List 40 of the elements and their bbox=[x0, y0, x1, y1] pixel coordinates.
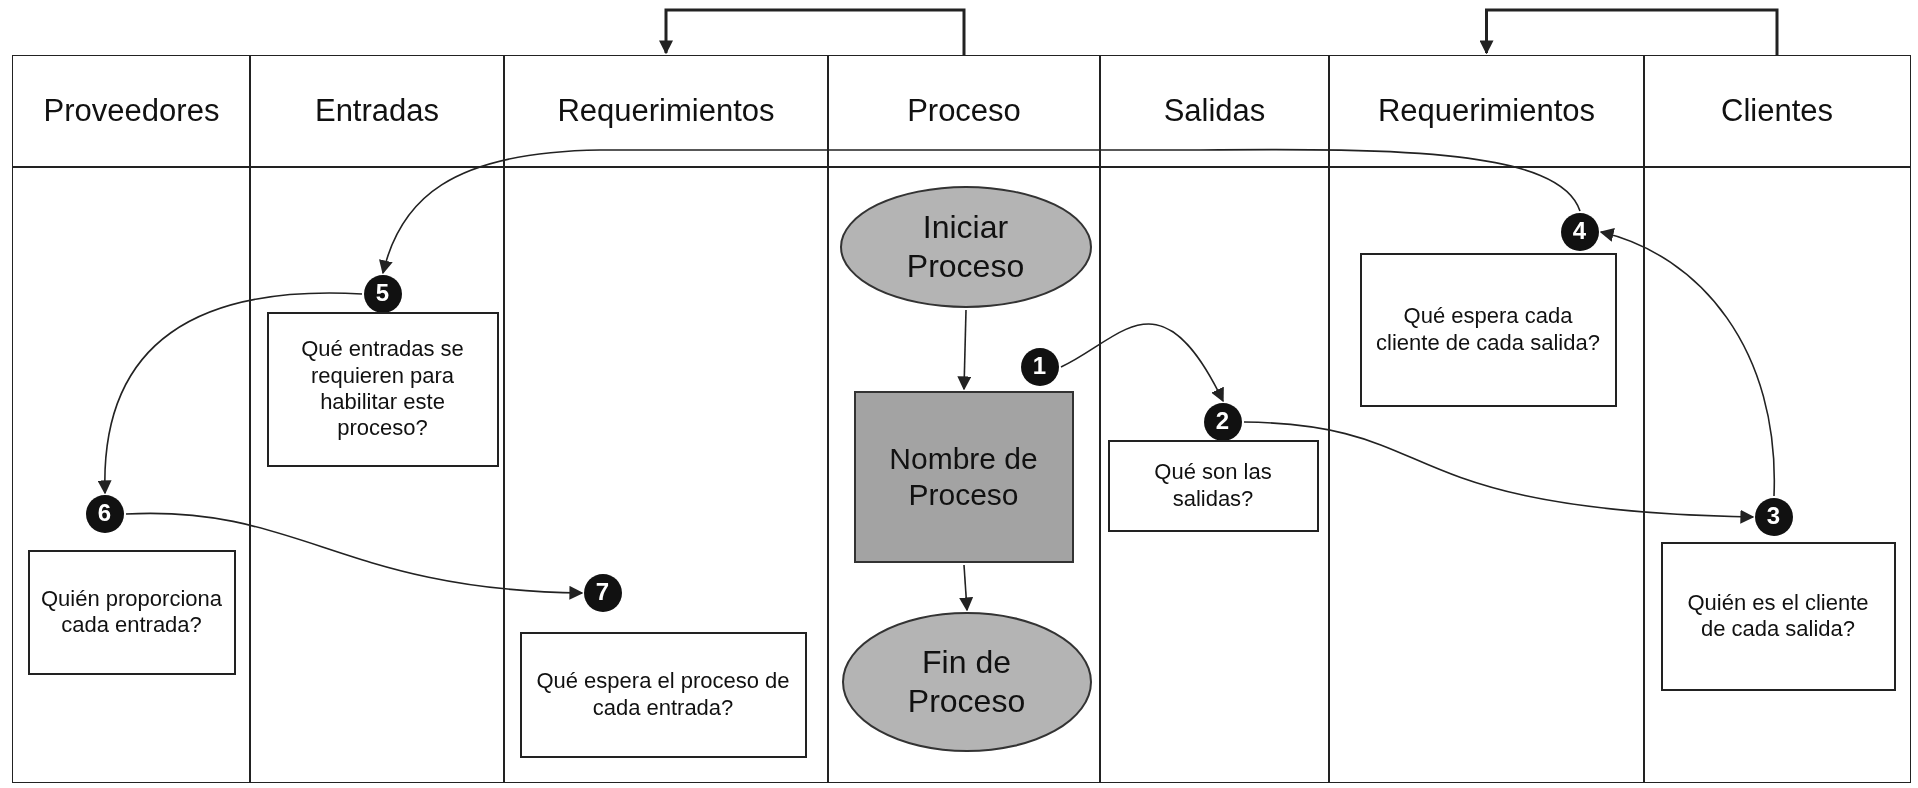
arrow bbox=[959, 564, 974, 612]
arrow bbox=[125, 512, 584, 600]
lane-header: Proceso bbox=[907, 93, 1021, 129]
lane-header: Requerimientos bbox=[1377, 93, 1596, 129]
arrow bbox=[1060, 323, 1224, 403]
swimlane bbox=[827, 55, 1101, 783]
lane-header: Salidas bbox=[1163, 93, 1266, 129]
lane-header: Requerimientos bbox=[557, 93, 775, 129]
arrow bbox=[379, 148, 1581, 275]
step-number: 3 bbox=[1754, 497, 1793, 536]
process-box: Nombre de Proceso bbox=[853, 390, 1074, 563]
arrow bbox=[1243, 421, 1755, 524]
oval-node: Iniciar Proceso bbox=[839, 185, 1092, 308]
swimlane bbox=[12, 55, 251, 783]
arrow bbox=[1479, 8, 1779, 55]
oval-node: Fin de Proceso bbox=[841, 611, 1092, 752]
question-box: Qué espera el proceso de cada entrada? bbox=[519, 631, 807, 758]
lane-header: Entradas bbox=[314, 93, 440, 129]
question-box: Quién es el cliente de cada salida? bbox=[1660, 541, 1896, 691]
step-number: 2 bbox=[1203, 402, 1242, 441]
lane-header: Proveedores bbox=[43, 93, 220, 129]
arrow bbox=[1599, 228, 1775, 497]
swimlane bbox=[503, 55, 829, 783]
swimlane bbox=[1099, 55, 1330, 783]
step-number: 4 bbox=[1560, 212, 1599, 251]
question-box: Qué entradas se requieren para habilitar este proceso? bbox=[266, 311, 499, 467]
question-box: Qué son las salidas? bbox=[1107, 439, 1319, 532]
arrow bbox=[98, 292, 363, 495]
arrow bbox=[957, 309, 972, 391]
arrow bbox=[659, 8, 966, 55]
step-number: 7 bbox=[583, 573, 622, 612]
question-box: Quién proporciona cada entrada? bbox=[27, 549, 236, 675]
lane-header: Clientes bbox=[1721, 93, 1833, 129]
question-box: Qué espera cada cliente de cada salida? bbox=[1359, 252, 1617, 407]
step-number: 5 bbox=[363, 274, 402, 313]
step-number: 6 bbox=[85, 494, 124, 533]
swimlane bbox=[1328, 55, 1645, 783]
swimlane bbox=[249, 55, 505, 783]
step-number: 1 bbox=[1020, 347, 1059, 386]
swimlane bbox=[1643, 55, 1911, 783]
